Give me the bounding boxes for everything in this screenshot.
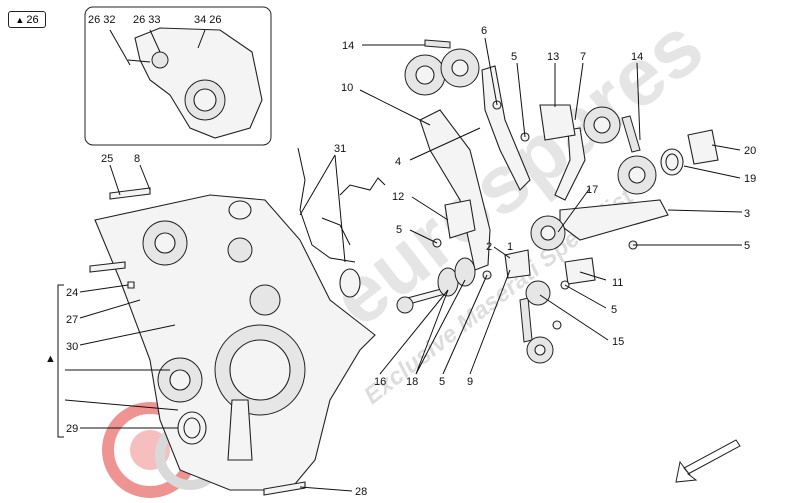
callout-label: 5 bbox=[744, 240, 750, 252]
callout-label: 20 bbox=[744, 145, 756, 157]
inset-oil-pump bbox=[127, 27, 263, 139]
callout-labels: 14 6 5 13 7 14 10 20 19 4 31 25 8 17 12 … bbox=[45, 25, 756, 498]
callout-label: 10 bbox=[341, 82, 353, 94]
small-fasteners bbox=[432, 100, 638, 330]
inset-label: 34 26 bbox=[194, 14, 222, 26]
callout-label: 24 bbox=[66, 287, 78, 299]
callout-label: 30 bbox=[66, 341, 78, 353]
gaskets bbox=[228, 147, 386, 298]
callout-label: 12 bbox=[392, 191, 404, 203]
triangle-icon: ▲ bbox=[15, 14, 25, 25]
callout-label: 5 bbox=[396, 224, 402, 236]
callout-label: 6 bbox=[481, 25, 487, 37]
callout-label: 8 bbox=[134, 153, 140, 165]
callout-label: 14 bbox=[342, 40, 354, 52]
reference-box: ▲ 26 bbox=[8, 11, 46, 28]
callout-label: 11 bbox=[612, 277, 623, 289]
callout-label: 15 bbox=[612, 336, 624, 348]
bracket-marker: ▲ bbox=[45, 353, 56, 365]
callout-label: 27 bbox=[66, 314, 78, 326]
inset-label: 26 32 bbox=[88, 14, 116, 26]
leader-lines bbox=[64, 37, 743, 492]
direction-arrow-icon bbox=[675, 439, 741, 483]
callout-label: 5 bbox=[511, 51, 517, 63]
callout-label: 31 bbox=[334, 143, 346, 155]
timing-cover bbox=[94, 194, 376, 491]
callout-label: 18 bbox=[406, 376, 418, 388]
left-bracket bbox=[57, 284, 64, 438]
callout-label: 7 bbox=[580, 51, 586, 63]
callout-label: 5 bbox=[611, 304, 617, 316]
callout-label: 2 bbox=[486, 241, 492, 253]
callout-label: 3 bbox=[744, 208, 750, 220]
callout-label: 9 bbox=[467, 376, 473, 388]
callout-label: 4 bbox=[395, 156, 401, 168]
inset-leader-2 bbox=[149, 29, 161, 53]
callout-label: 1 bbox=[507, 241, 513, 253]
callout-label: 5 bbox=[439, 376, 445, 388]
callout-label: 28 bbox=[355, 486, 367, 498]
callout-label: 19 bbox=[744, 173, 756, 185]
inset-leader-3 bbox=[197, 29, 206, 49]
inset-frame bbox=[84, 6, 272, 146]
tensioners bbox=[444, 104, 719, 285]
reference-number: 26 bbox=[26, 13, 39, 26]
callout-label: 25 bbox=[101, 153, 113, 165]
inset-leader-1 bbox=[109, 29, 131, 66]
inset-label: 26 33 bbox=[133, 14, 161, 26]
seal-ring bbox=[177, 411, 207, 445]
callout-label: 16 bbox=[374, 376, 386, 388]
sprockets bbox=[404, 48, 657, 364]
bolts bbox=[89, 187, 446, 496]
callout-label: 29 bbox=[66, 423, 78, 435]
callout-label: 17 bbox=[586, 184, 598, 196]
callout-label: 13 bbox=[547, 51, 559, 63]
callout-label: 14 bbox=[631, 51, 643, 63]
